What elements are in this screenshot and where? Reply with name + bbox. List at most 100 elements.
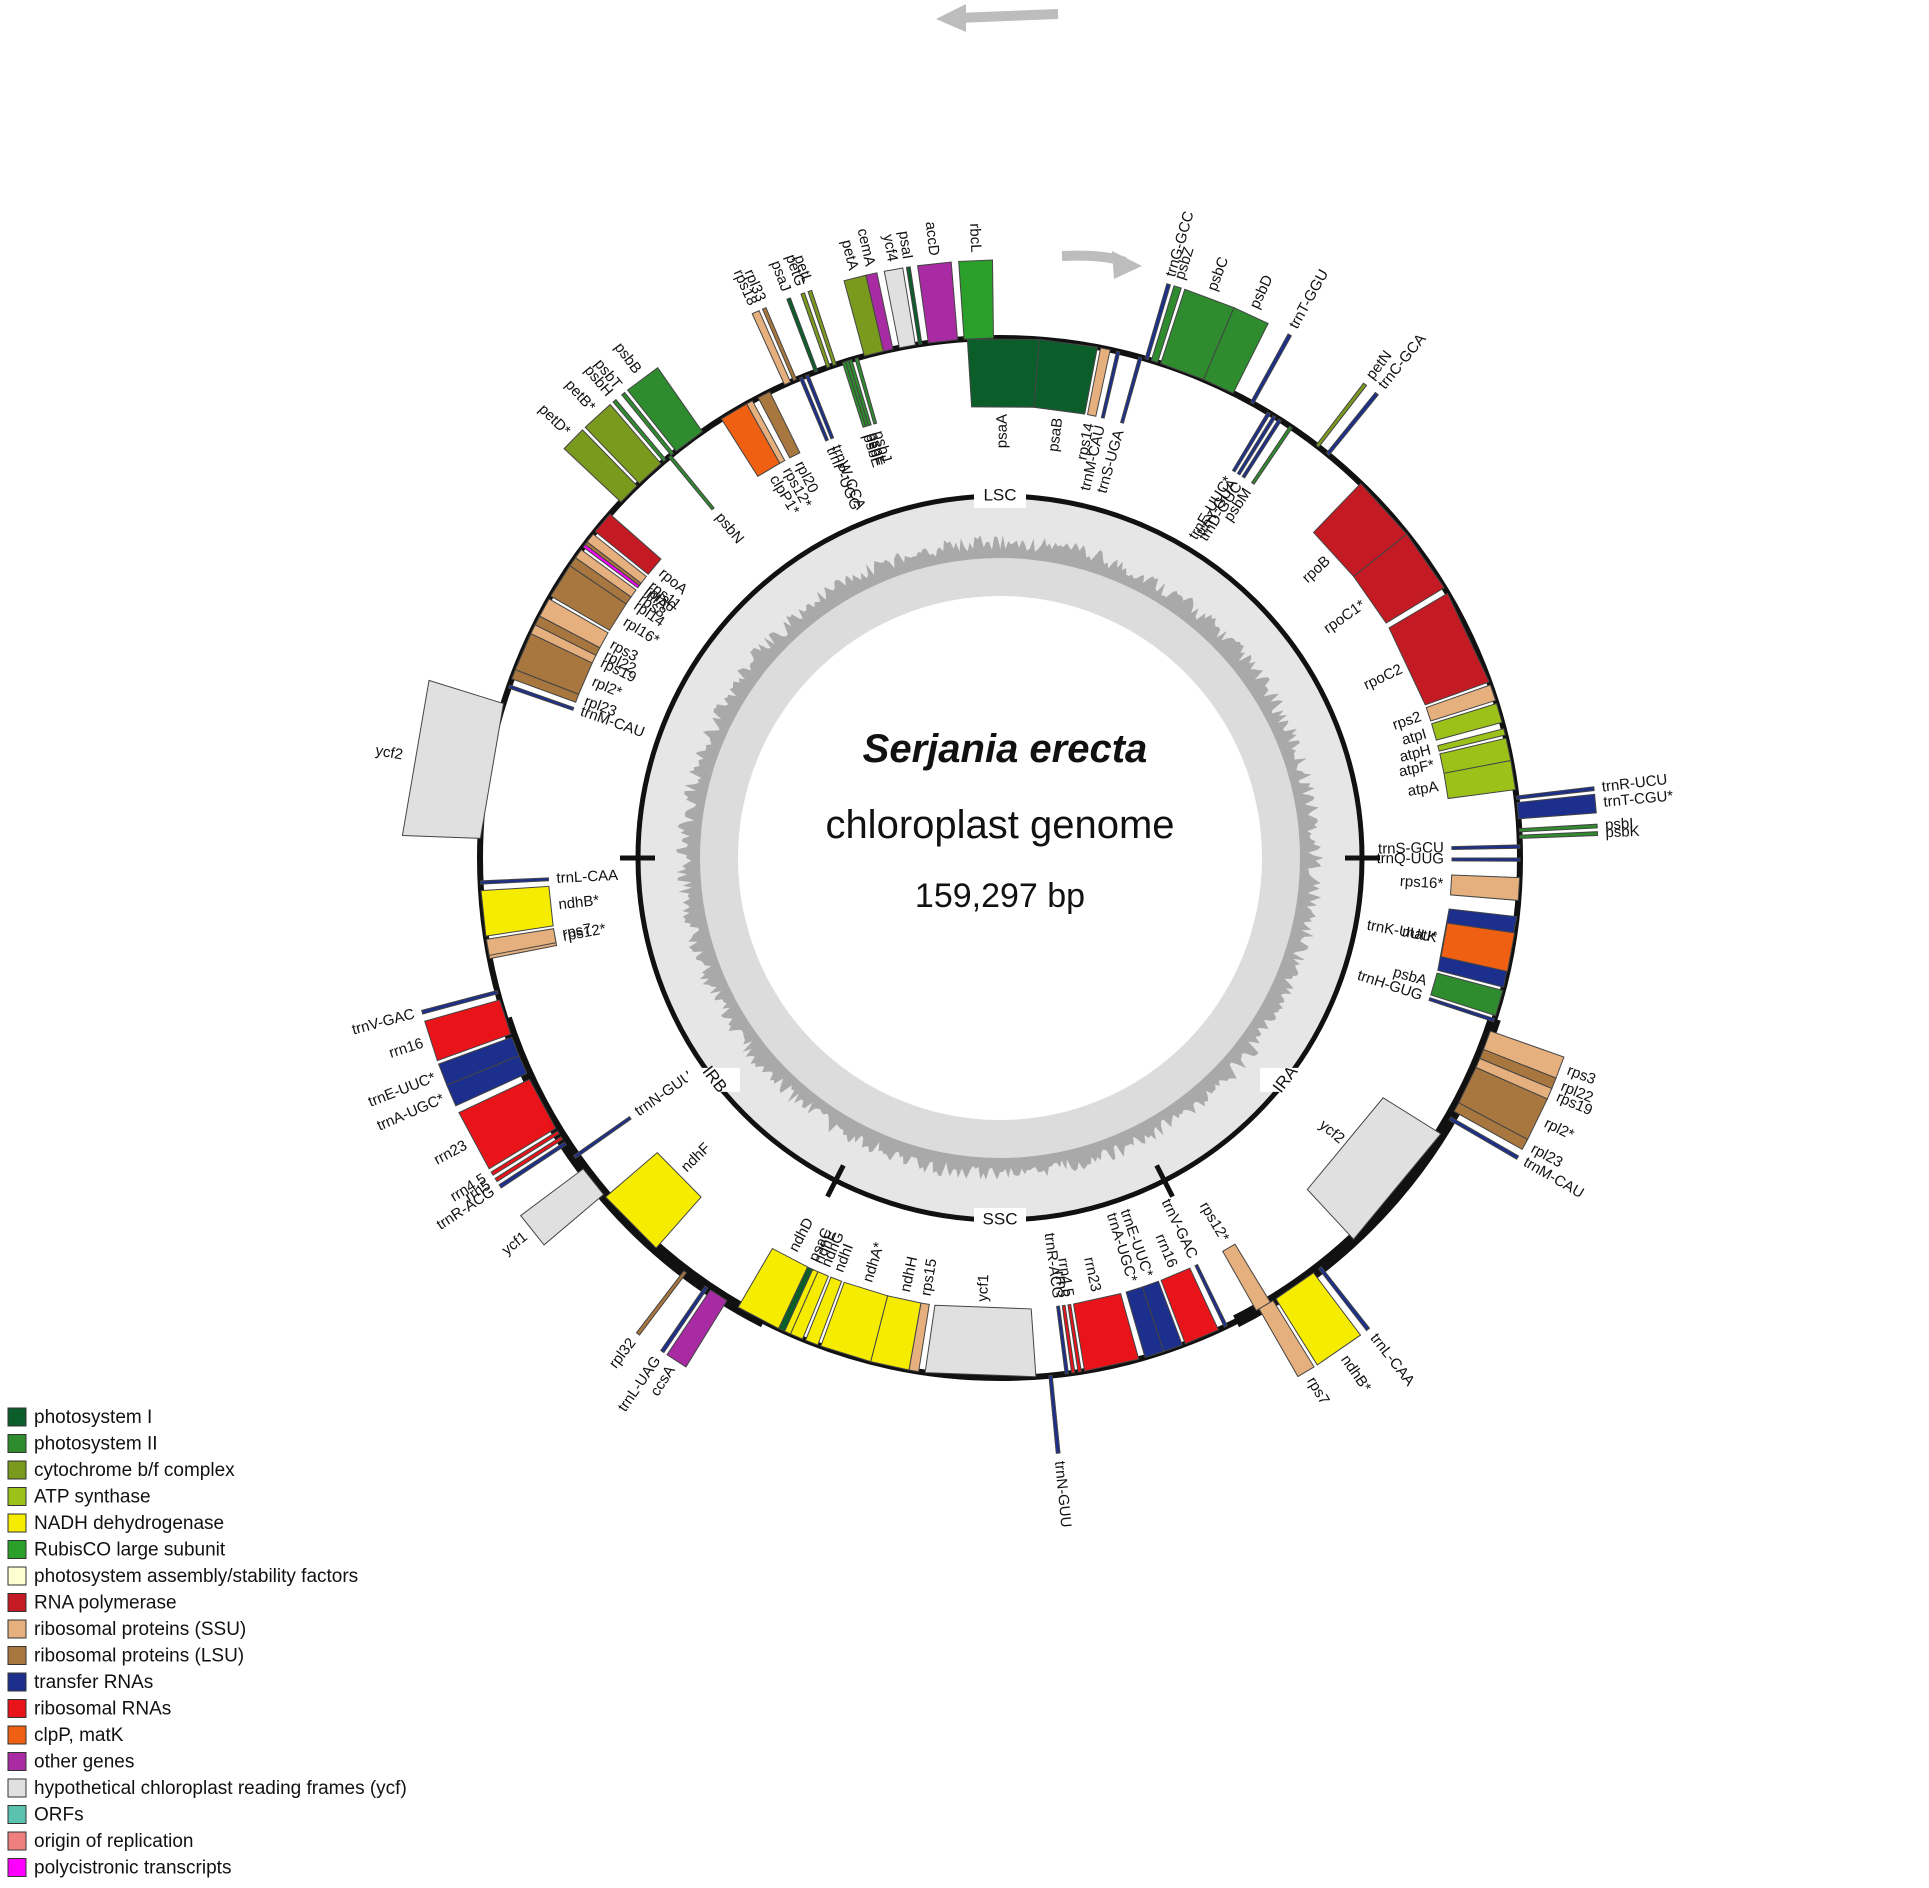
gene-block-rrn5 (494, 1135, 564, 1183)
region-label-bg (1260, 1067, 1313, 1092)
gene-block-trnl-caa (479, 877, 550, 885)
gene-block-psbk (1518, 831, 1599, 839)
gene-block-trns-gcu (1451, 844, 1521, 850)
gene-label: rps7 (561, 920, 593, 942)
legend-swatch (7, 1566, 27, 1586)
gene-label: psaI (895, 230, 916, 261)
gene-block-psbl (848, 358, 872, 427)
gene-label: rpoB (1299, 553, 1334, 587)
gene-block-psbh (612, 398, 667, 463)
gene-label: ycf1 (974, 1274, 992, 1302)
gene-block-matk (1440, 922, 1516, 973)
gene-block-rps14 (1086, 347, 1111, 417)
gene-block-petl (807, 289, 837, 367)
gene-block-petn (1315, 382, 1368, 448)
gene-block-rpl32 (635, 1270, 688, 1336)
gene-block-ycf2 (401, 679, 505, 839)
legend-item-label: ATP synthase (34, 1487, 151, 1508)
gene-label: matK (1401, 923, 1439, 946)
gene-block-psbj (854, 357, 878, 425)
gene-label: petD* (535, 401, 574, 440)
gene-block-trnt-cgu- (1516, 793, 1597, 820)
species-name: Serjania erecta (863, 727, 1148, 771)
gene-label: rpoC1* (1321, 596, 1369, 637)
gene-label: petA (838, 238, 862, 272)
gene-block-trne-uuc- (437, 1036, 520, 1086)
gene-block-rpoc2 (1388, 592, 1490, 706)
gene-block-ccsa (666, 1289, 728, 1368)
legend-swatch (7, 1407, 27, 1427)
gene-block-psbi (1518, 823, 1598, 833)
gene-label: ycf2 (1316, 1117, 1348, 1148)
direction-arrow-inner (1061, 250, 1142, 279)
gene-block-rrn5 (1061, 1304, 1076, 1374)
legend-swatch (7, 1725, 27, 1745)
legend-item-label: ribosomal proteins (LSU) (34, 1646, 244, 1667)
gene-block-rpoc1- (1352, 533, 1445, 624)
gene-block-trnp-ugg (798, 376, 829, 442)
gene-block-trny-gua (1236, 414, 1277, 476)
gene-block-psbz (1150, 285, 1182, 364)
gene-block-rrn23 (458, 1078, 557, 1170)
legend-item-label: polycistronic transcripts (34, 1858, 231, 1879)
gene-block-ndhb- (480, 885, 554, 937)
gene-block-trne-uuc- (1231, 411, 1271, 473)
gene-label: psbD (1246, 272, 1276, 311)
gene-label: ndhB* (1337, 1352, 1374, 1395)
legend-swatch (7, 1434, 27, 1453)
gene-label: psbI (1605, 815, 1634, 833)
gene-block-ndhf (604, 1151, 702, 1249)
gene-label: psaB (1045, 417, 1066, 453)
gene-block-rpl20 (757, 391, 801, 459)
gene-label: psbK (1605, 823, 1640, 841)
region-label-bg (687, 1067, 740, 1092)
gene-label: rps16* (1399, 873, 1443, 893)
gene-block-trnr-acg (498, 1141, 567, 1189)
region-boundary-tick (825, 1164, 846, 1198)
gene-block-cema (865, 272, 894, 352)
gene-block-psbn (667, 454, 715, 511)
gene-block-trnd-guc (1241, 418, 1283, 479)
gene-label: ndhB* (558, 892, 601, 913)
gene-block-atph (1437, 728, 1506, 752)
gene-block-psbm (1251, 425, 1293, 485)
gene-block-trnn-guu (572, 1116, 632, 1160)
legend-swatch (7, 1752, 27, 1771)
gene-label: trnL-CAA (556, 867, 618, 887)
gene-block-ndha- (820, 1281, 889, 1363)
gene-block-petd- (563, 429, 638, 503)
legend-item-label: other genes (34, 1752, 134, 1773)
gene-block-trnm-cau (1448, 1116, 1520, 1160)
gene-block-rpl23 (1453, 1102, 1529, 1151)
legend-swatch (7, 1672, 27, 1692)
gene-block-rps7 (485, 928, 557, 957)
gene-block-trnc-gca (1325, 391, 1379, 456)
gene-label: atpA (1406, 778, 1439, 800)
legend-item-label: transfer RNAs (34, 1672, 153, 1693)
gene-block-trnm-cau (1100, 350, 1121, 419)
gene-block-psaj (786, 297, 819, 373)
legend-item-label: NADH dehydrogenase (34, 1513, 224, 1534)
gene-label: rrn16 (387, 1035, 426, 1062)
gene-label: trnV-GAC (350, 1005, 417, 1038)
gene-block-rps12- (1222, 1243, 1272, 1312)
gene-label: rrn5 (1051, 1270, 1072, 1299)
gene-block-ycf4 (883, 267, 917, 349)
gene-label: rrn23 (431, 1137, 470, 1169)
gene-block-accd (917, 261, 959, 344)
gene-label: trnT-CGU* (1603, 787, 1674, 810)
gene-block-rbcl (958, 259, 994, 340)
gene-label: rbcL (966, 223, 984, 253)
gene-block-petg (800, 292, 831, 369)
gene-label: ycf2 (374, 742, 404, 763)
legend-item-label: RubisCO large subunit (34, 1540, 226, 1561)
direction-arrow-outer (936, 4, 1059, 32)
gene-label: rps12* (1196, 1199, 1233, 1245)
genome-size: 159,297 bp (915, 877, 1085, 915)
gene-block-trns-uga (1120, 356, 1143, 424)
legend-item-label: photosystem II (34, 1434, 158, 1455)
gene-label: accD (922, 221, 943, 257)
gene-block-psba (1430, 972, 1504, 1017)
legend-item-label: photosystem assembly/stability factors (34, 1566, 358, 1587)
